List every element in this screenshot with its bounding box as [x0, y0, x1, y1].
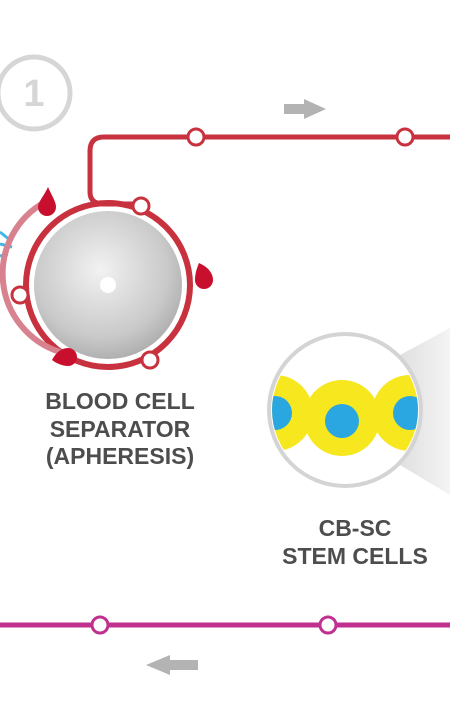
valve-node	[131, 196, 151, 216]
centrifuge-hub	[100, 277, 116, 293]
blood-drop-icon	[52, 348, 77, 366]
separator-ring	[23, 200, 193, 370]
stem-cell-nucleus	[325, 404, 359, 438]
step-ring	[0, 54, 73, 132]
valve-node	[90, 615, 110, 635]
separator-label-line: SEPARATOR	[49, 415, 191, 442]
separator-label: BLOOD CELL SEPARATOR (APHERESIS)	[20, 388, 220, 471]
separator-label-line: BLOOD CELL	[45, 388, 195, 414]
step-badge: 1	[0, 54, 73, 132]
stem-cell-nucleus	[272, 396, 292, 430]
blood-drop-icon	[38, 187, 56, 216]
valve-node	[395, 127, 415, 147]
valve-node	[10, 285, 30, 305]
valve-node	[318, 615, 338, 635]
blood-drop-icon	[195, 263, 213, 289]
stem-cells-label-line: CB-SC	[318, 515, 392, 541]
return-tube	[87, 134, 450, 207]
step-number: 1	[23, 73, 44, 115]
arrow-right-icon	[284, 99, 326, 119]
stem-cells-label: CB-SC STEM CELLS	[255, 515, 450, 570]
valve-node	[186, 127, 206, 147]
arrow-left-icon	[146, 655, 198, 675]
separator-ring-left	[0, 199, 61, 355]
stem-cell-magnifier	[267, 332, 423, 488]
magnifier-beam	[400, 328, 450, 495]
valve-node	[140, 350, 160, 370]
stem-cells-label-line: STEM CELLS	[282, 542, 428, 569]
stem-cell-nucleus	[393, 396, 418, 430]
separator-label-line: (APHERESIS)	[45, 443, 195, 470]
